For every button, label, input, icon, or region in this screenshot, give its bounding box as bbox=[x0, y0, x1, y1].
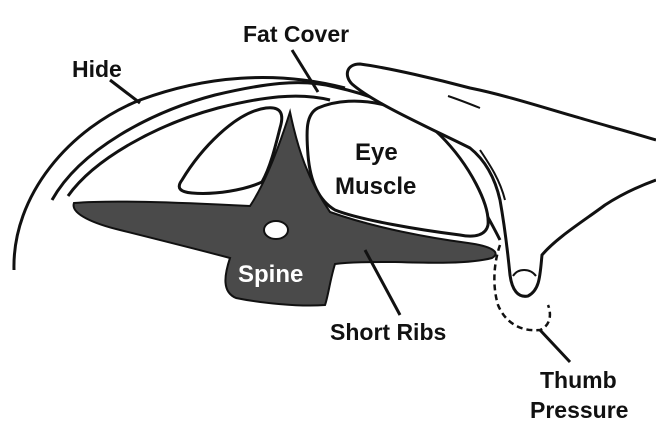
label-eye-muscle-line2: Muscle bbox=[335, 173, 416, 200]
leader-fat-cover bbox=[292, 50, 318, 92]
label-fat-cover: Fat Cover bbox=[243, 21, 349, 47]
spinal-canal bbox=[264, 221, 288, 239]
label-short-ribs: Short Ribs bbox=[330, 319, 446, 345]
leader-hide bbox=[110, 80, 140, 103]
label-hide: Hide bbox=[72, 56, 122, 82]
label-thumb-pressure-line1: Thumb bbox=[540, 367, 617, 393]
label-eye-muscle-line1: Eye bbox=[355, 139, 398, 166]
label-spine: Spine bbox=[238, 261, 303, 288]
leader-thumb-pressure bbox=[540, 330, 570, 362]
label-thumb-pressure-line2: Pressure bbox=[530, 397, 628, 423]
